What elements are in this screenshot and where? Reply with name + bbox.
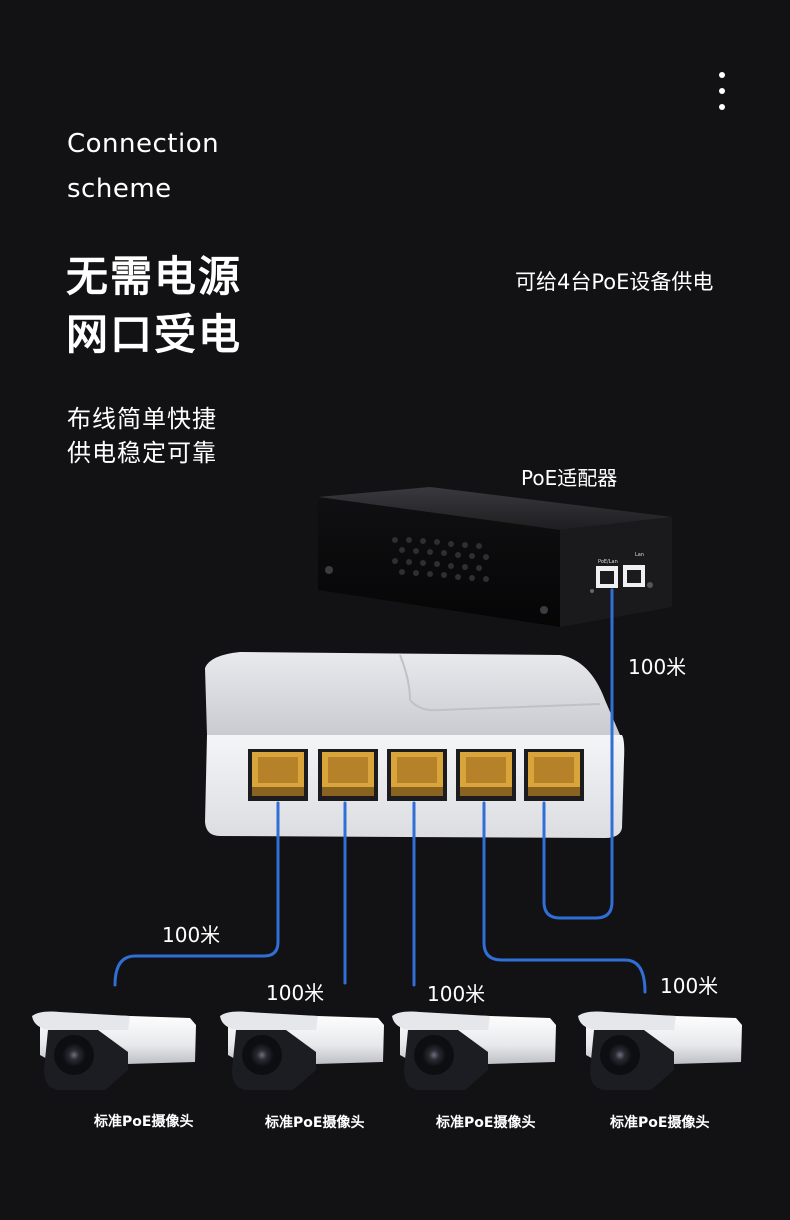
- switch-port: [524, 749, 584, 801]
- headline: 无需电源 网口受电: [66, 248, 242, 364]
- camera: [32, 1011, 196, 1090]
- distance-label-cam3: 100米: [427, 982, 486, 1006]
- switch-port: [456, 749, 516, 801]
- poe-adapter: PoE/Lan Lan: [318, 487, 672, 627]
- subheadline-line-1: 布线简单快捷: [67, 405, 217, 433]
- camera-label-3: 标准PoE摄像头: [436, 1115, 536, 1131]
- camera: [392, 1011, 556, 1090]
- distance-label-cam1: 100米: [162, 923, 221, 947]
- switch-port: [248, 749, 308, 801]
- capacity-text: 可给4台PoE设备供电: [515, 270, 714, 294]
- distance-label-cam4: 100米: [660, 974, 719, 998]
- adapter-port-label-2: Lan: [635, 552, 644, 558]
- title-line-1: Connection: [67, 129, 220, 159]
- subheadline: 布线简单快捷 供电稳定可靠: [67, 402, 217, 470]
- distance-label-cam2: 100米: [266, 981, 325, 1005]
- more-vertical-icon[interactable]: [712, 72, 732, 110]
- network-cables: [113, 588, 647, 994]
- headline-line-2: 网口受电: [66, 310, 243, 359]
- adapter-label: PoE适配器: [521, 466, 618, 490]
- camera: [578, 1011, 742, 1090]
- headline-line-1: 无需电源: [66, 252, 243, 301]
- subheadline-line-2: 供电稳定可靠: [67, 439, 217, 467]
- adapter-port-label-1: PoE/Lan: [598, 559, 618, 565]
- switch-port: [387, 749, 447, 801]
- poe-switch: [205, 652, 625, 838]
- distance-label-adapter: 100米: [628, 655, 687, 679]
- switch-port: [318, 749, 378, 801]
- camera-label-1: 标准PoE摄像头: [94, 1114, 194, 1130]
- title-line-2: scheme: [67, 174, 172, 204]
- camera: [220, 1011, 384, 1090]
- page-title: Connection scheme: [67, 122, 219, 212]
- camera-label-2: 标准PoE摄像头: [265, 1115, 365, 1131]
- camera-label-4: 标准PoE摄像头: [610, 1115, 710, 1131]
